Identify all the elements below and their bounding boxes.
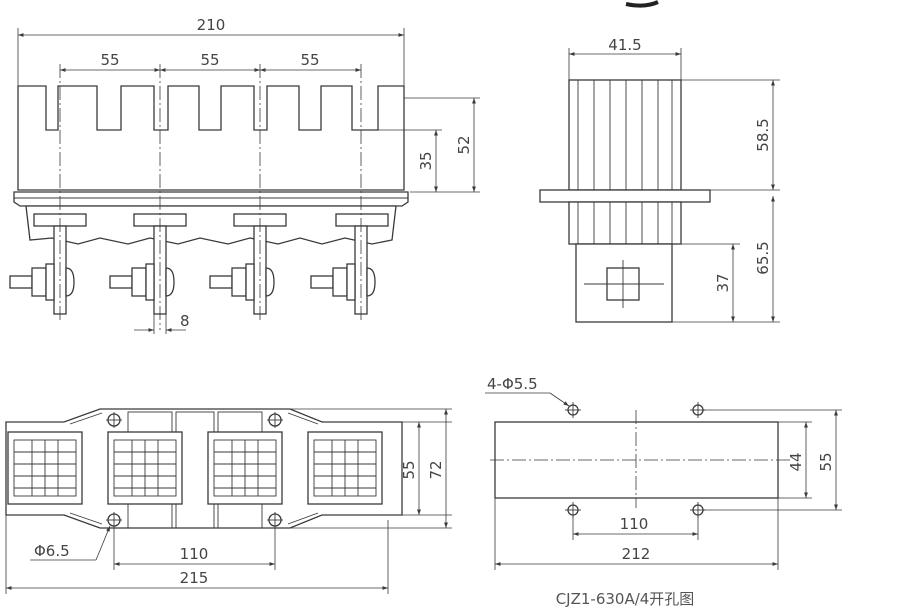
dim-mount-pitch-x: 110 — [180, 545, 209, 563]
front-bolts — [9, 263, 376, 301]
stray-mark — [625, 0, 659, 8]
front-contact-block-4 — [335, 213, 389, 227]
dim-hole-label: 4-Φ5.5 — [487, 375, 538, 393]
dim-lower-height: 65.5 — [754, 241, 772, 274]
side-view: 41.5 58.5 65.5 37 — [539, 36, 780, 323]
side-upper-body — [568, 79, 682, 191]
dim-hole-pitch-x: 110 — [620, 515, 649, 533]
bottom-contact-block-1 — [7, 431, 83, 505]
dim-mount-pitch-y: 55 — [400, 460, 418, 479]
front-lower-housing — [25, 205, 397, 245]
dim-cutout-height: 55 — [817, 452, 835, 471]
side-base-plate — [539, 189, 711, 203]
dim-pitch-1: 55 — [100, 51, 119, 69]
dim-cutout-length: 212 — [622, 545, 651, 563]
bottom-view: 55 72 110 215 Φ6.5 — [5, 408, 452, 594]
dim-upper-height: 58.5 — [754, 118, 772, 151]
front-base-plate — [13, 191, 409, 207]
cutout-caption: CJZ1-630A/4开孔图 — [556, 590, 695, 608]
dim-slot-depth: 35 — [417, 151, 435, 170]
dim-overall-width: 210 — [197, 16, 226, 34]
bottom-contact-block-3 — [207, 431, 283, 505]
bottom-contact-block-2 — [107, 431, 183, 505]
dim-terminal-width: 8 — [180, 312, 190, 330]
front-comb-body — [17, 85, 405, 191]
dim-top-width: 41.5 — [608, 36, 641, 54]
dim-hole-dia: Φ6.5 — [34, 542, 70, 560]
dim-hole-pitch-y: 44 — [787, 452, 805, 471]
dim-overall-length: 215 — [180, 569, 209, 587]
dim-pitch-2: 55 — [200, 51, 219, 69]
dim-finger-height: 52 — [455, 135, 473, 154]
bottom-mount-holes — [106, 412, 283, 528]
side-lower-body — [568, 201, 682, 245]
bottom-contact-block-4 — [307, 431, 383, 505]
front-view: 210 55 55 55 35 52 8 — [9, 16, 480, 334]
dim-coil-height: 37 — [714, 273, 732, 292]
cutout-view: 4-Φ5.5 110 212 44 55 CJZ1-630A/4开孔图 — [485, 375, 842, 608]
dim-pitch-3: 55 — [300, 51, 319, 69]
dim-overall-depth: 72 — [427, 460, 445, 479]
